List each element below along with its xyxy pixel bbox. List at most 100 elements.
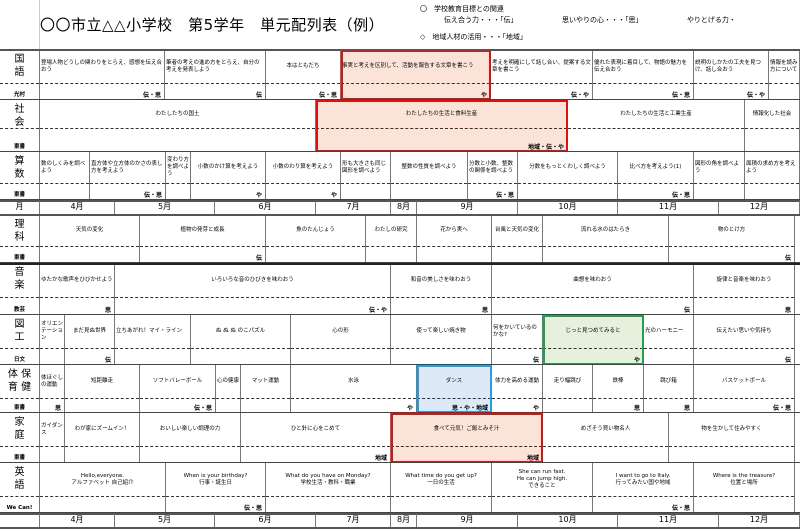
section-border (0, 263, 800, 265)
unit-title: 考えを明確にして話し合い、提案する文章を書こう (492, 59, 591, 73)
unit-cell: わが家にズームイン！ (65, 413, 140, 463)
unit-title: わが家にズームイン！ (74, 426, 130, 432)
unit-cell: いろいろな音のひびきを味わおう伝・や (115, 263, 391, 315)
row-border (0, 512, 800, 513)
subject-name: 音 楽 (14, 267, 25, 291)
goal-marks: 伝・思 (143, 192, 162, 199)
subject-header: 算 数東書 (0, 152, 40, 200)
goal-marks: 伝・思 (318, 92, 337, 99)
months-row-bottom-line (0, 527, 800, 529)
goal-marks: や (255, 192, 262, 199)
row-border (0, 364, 800, 365)
unit-title: 比べ方を考えよう(1) (629, 164, 682, 170)
divider (568, 128, 744, 129)
unit-cell: 何をかいているのかな?伝 (492, 315, 543, 365)
month-cell: 6月 (215, 514, 316, 527)
divider (165, 83, 265, 84)
row-border (0, 99, 800, 100)
divider (266, 83, 340, 84)
unit-cell: 短距離走 (65, 365, 140, 413)
unit-cell: 伝えたい思いや気持ち伝 (694, 315, 795, 365)
row-border (0, 199, 800, 200)
unit-title: Hello,everyone. アルファベット 自己紹介 (71, 472, 134, 486)
month-cell: 12月 (719, 514, 800, 527)
unit-title: 心の健康 (217, 378, 240, 384)
unit-cell: 流れる水のはたらき (543, 215, 669, 263)
unit-title: わたしたちの生活と食料生産 (405, 110, 478, 117)
divider (0, 496, 39, 497)
unit-cell: 分数と小数、整数の関係を調べよう伝・思 (468, 152, 518, 200)
month-cell: 5月 (115, 201, 215, 214)
unit-cell: 天気の変化 (40, 215, 140, 263)
unit-cell: 光のハーモニー (644, 315, 694, 365)
row-border (0, 314, 800, 315)
divider (0, 83, 39, 84)
divider (291, 398, 416, 399)
unit-title: 情報を読み方について (770, 59, 798, 73)
subject-name: 家 庭 (14, 417, 25, 441)
unit-cell: 花から実へ (417, 215, 492, 263)
unit-title: いろいろな音のひびきを味わおう (211, 276, 294, 283)
unit-title: 説明のしかたの工夫を見つけ、話し合おう (695, 59, 762, 73)
unit-title: バスケットボール (721, 378, 766, 384)
month-cell: 8月 (391, 514, 417, 527)
divider (341, 183, 390, 184)
goal-marks: 伝・思 (193, 405, 212, 412)
unit-cell: 登場人物どうしの関わりをとらえ、感想を伝え合おう伝・思 (40, 50, 165, 100)
unit-title: おいしい楽しい調理の力 (159, 426, 221, 432)
unit-title: She can run fast. He can jump high. できるこ… (516, 469, 568, 489)
unit-title: 整数の性質を調べよう (401, 164, 457, 170)
row-border (0, 151, 800, 152)
unit-cell: 直方体や立方体のかさの表し方を考えよう伝・思 (90, 152, 166, 200)
unit-title: 曲想を味わおう (573, 276, 612, 283)
unit-cell: 跳び箱思 (644, 365, 694, 413)
divider (417, 398, 491, 399)
unit-cell: わたしたちの生活と食料生産地域・伝・や (316, 100, 568, 152)
goal-marks: 伝・や (746, 92, 765, 99)
goal-marks: 伝 (784, 255, 791, 262)
unit-cell: 立ちあがれ！マイ・ライン (115, 315, 191, 365)
goal-marks: 思・や・地域 (451, 405, 488, 412)
unit-title: 物のとけ方 (717, 227, 746, 233)
unit-title: 花から実へ (440, 227, 468, 233)
month-cell: 4月 (40, 201, 115, 214)
divider (745, 128, 799, 129)
divider (140, 446, 240, 447)
divider (241, 446, 390, 447)
unit-cell: まだ見ぬ世界伝 (65, 315, 115, 365)
divider (391, 297, 491, 298)
divider (166, 183, 190, 184)
subject-name: 図 工 (14, 319, 25, 343)
divider (491, 83, 592, 84)
unit-title: 小数のかけ算を考えよう (197, 164, 259, 170)
divider (65, 348, 114, 349)
divider (40, 496, 165, 497)
unit-cell: 使って楽しい焼き物 (391, 315, 492, 365)
divider (266, 183, 340, 184)
goal-marks: 思 (54, 405, 61, 412)
goal-marks: 伝 (255, 255, 262, 262)
goal-marks: 伝・思 (671, 505, 690, 512)
unit-cell: What do you have on Monday? 学校生活・教科・職業 (266, 463, 391, 513)
goal-marks: 思 (633, 405, 640, 412)
divider (0, 446, 39, 447)
divider (0, 183, 39, 184)
divider (543, 348, 643, 349)
unit-title: 和音の美しさを味わおう (410, 276, 472, 283)
unit-cell: めざそう買い物名人 (543, 413, 669, 463)
divider (543, 246, 668, 247)
textbook-publisher: 日文 (13, 357, 25, 363)
unit-title: 台風と天気の変化 (494, 227, 539, 233)
unit-cell: 鉄棒思 (593, 365, 644, 413)
divider (191, 348, 290, 349)
goal-marks: や (633, 357, 640, 364)
divider (417, 246, 491, 247)
unit-cell: ひと針に心をこめて地域 (241, 413, 391, 463)
unit-title: 植物の発芽と成長 (180, 227, 225, 233)
unit-title: What do you have on Monday? 学校生活・教科・職業 (285, 472, 371, 486)
unit-cell: バスケットボール伝・思 (694, 365, 795, 413)
textbook-publisher: 光村 (13, 92, 25, 98)
row-border (0, 412, 800, 413)
divider (291, 348, 390, 349)
unit-title: 伝えたい思いや気持ち (716, 328, 772, 334)
